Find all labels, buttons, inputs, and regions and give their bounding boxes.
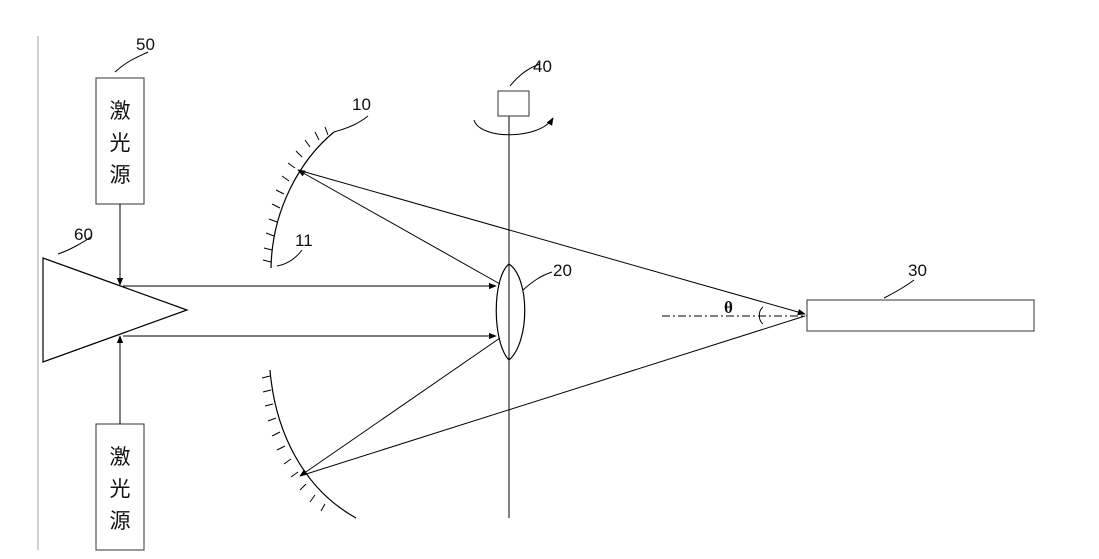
ray-lens-to-upper-mirror (297, 169, 501, 285)
angle-theta-label: θ (724, 298, 733, 317)
leader-10 (333, 115, 369, 133)
ray-lower-mirror-to-target (299, 315, 806, 477)
laser-source-top-char-2: 光 (110, 131, 131, 155)
lower-mirror-hatching (261, 375, 326, 512)
leader-50 (114, 51, 149, 73)
leader-40 (509, 63, 541, 87)
label-20: 20 (553, 261, 572, 280)
laser-source-top-char-3: 源 (110, 163, 131, 187)
ray-lens-to-lower-mirror (299, 337, 501, 477)
rotation-motor-box (497, 90, 530, 117)
lens (495, 263, 526, 361)
leader-30 (883, 279, 915, 299)
angle-arc (758, 306, 764, 325)
leader-60 (57, 235, 93, 255)
label-11: 11 (295, 231, 313, 250)
label-40: 40 (533, 57, 552, 76)
laser-source-bottom-char-2: 光 (110, 477, 131, 501)
label-50: 50 (136, 35, 155, 54)
label-30: 30 (908, 261, 927, 280)
laser-source-bottom-char-3: 源 (110, 509, 131, 533)
lower-mirror (269, 369, 357, 519)
label-10: 10 (352, 95, 371, 114)
target-rod (806, 299, 1035, 332)
leader-11 (276, 249, 303, 267)
laser-source-bottom-char-1: 激 (110, 445, 131, 469)
prism-triangle (42, 257, 189, 363)
rotation-arrow (473, 117, 554, 136)
upper-mirror (270, 131, 335, 269)
ray-upper-mirror-to-target (297, 169, 806, 316)
upper-mirror-hatching (262, 126, 329, 263)
laser-source-top-char-1: 激 (110, 99, 131, 123)
leader-20 (522, 271, 553, 291)
label-60: 60 (74, 225, 93, 244)
